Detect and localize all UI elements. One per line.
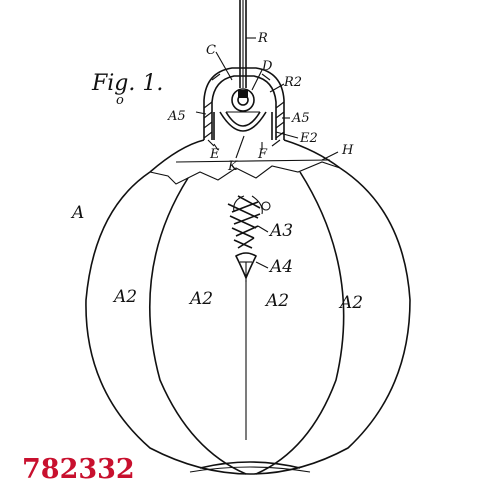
ball-seams bbox=[148, 171, 345, 475]
label-a2-segment-4: A2 bbox=[338, 293, 363, 313]
leader-lines bbox=[195, 37, 339, 269]
patent-number: 782332 bbox=[22, 454, 135, 485]
label-d: D bbox=[261, 59, 273, 74]
cover-h bbox=[149, 139, 341, 185]
label-c: C bbox=[206, 43, 216, 58]
label-a2-segment-1: A2 bbox=[112, 287, 137, 307]
lace-end bbox=[234, 252, 258, 282]
label-r: R bbox=[257, 31, 268, 46]
label-k: K bbox=[227, 159, 239, 174]
label-f: F bbox=[257, 147, 268, 162]
ball-outline bbox=[85, 167, 411, 475]
rope bbox=[239, 0, 247, 88]
label-r2: R2 bbox=[283, 75, 302, 90]
label-a2-segment-2: A2 bbox=[188, 289, 213, 309]
figure-title: Fig. 1. bbox=[91, 71, 163, 96]
label-a5-left: A5 bbox=[167, 109, 186, 124]
label-a: A bbox=[70, 203, 84, 223]
label-a3: A3 bbox=[268, 221, 293, 241]
swivel-cap bbox=[203, 67, 285, 147]
label-a2-segment-3: A2 bbox=[264, 291, 289, 311]
label-e2: E2 bbox=[299, 131, 318, 146]
label-e-left: E bbox=[209, 147, 220, 162]
label-h: H bbox=[341, 143, 354, 158]
lacing bbox=[227, 195, 271, 249]
label-a5-right: A5 bbox=[291, 111, 310, 126]
label-a4: A4 bbox=[268, 257, 293, 277]
figure-subscript: o bbox=[116, 93, 124, 108]
